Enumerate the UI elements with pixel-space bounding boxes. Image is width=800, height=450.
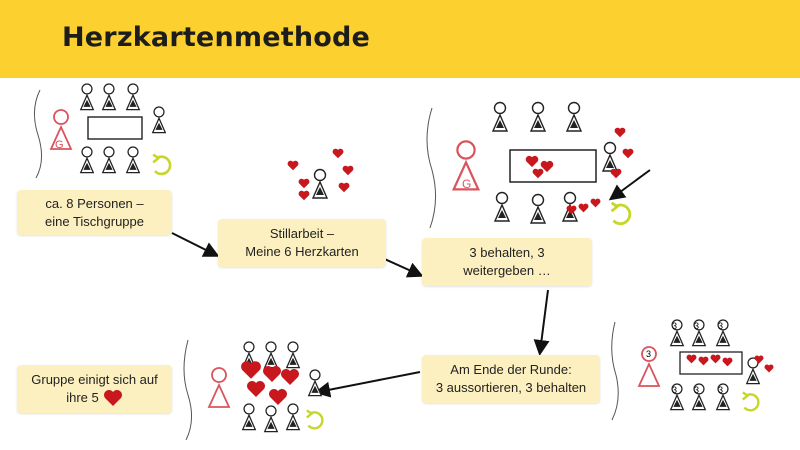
arrow-1-to-2 (171, 232, 220, 257)
sketch-single-person (287, 148, 354, 201)
rotate-icon (151, 153, 172, 176)
step-2-box: Stillarbeit – Meine 6 Herzkarten (218, 219, 386, 267)
step-5-box: Gruppe einigt sich auf ihre 5 (17, 365, 172, 413)
step-3-box: 3 behalten, 3 weitergeben … (422, 238, 592, 286)
svg-text:3: 3 (694, 385, 699, 395)
svg-text:3: 3 (646, 349, 651, 359)
title-bar (0, 0, 800, 78)
step-4-line1: Am Ende der Runde: (450, 362, 572, 377)
page-title: Herzkartenmethode (62, 22, 371, 53)
step-5-line1: Gruppe einigt sich auf (31, 372, 158, 387)
rotate-icon (741, 391, 760, 412)
sketch-end-of-round: 3 3 3 3 3 3 3 (611, 319, 774, 421)
step-2-line1: Stillarbeit – (269, 226, 335, 241)
svg-text:3: 3 (672, 385, 677, 395)
step-4-box: Am Ende der Runde: 3 aussortieren, 3 beh… (422, 355, 600, 403)
svg-text:3: 3 (694, 321, 699, 331)
sketch-group-agrees (183, 339, 324, 441)
svg-text:G: G (462, 177, 471, 191)
sketch-table-group: G (34, 83, 172, 179)
heart-icon (103, 390, 122, 406)
svg-text:3: 3 (718, 385, 723, 395)
step-4-line2: 3 aussortieren, 3 behalten (435, 380, 587, 395)
step-5-line2: ihre 5 (66, 390, 99, 405)
svg-text:G: G (55, 139, 64, 151)
step-1-line2: eine Tischgruppe (44, 213, 144, 229)
step-3-line1: 3 behalten, 3 (469, 245, 545, 260)
step-3-line2: weitergeben … (463, 263, 551, 278)
arrow-3-to-4 (533, 289, 550, 356)
rotate-icon (305, 409, 324, 430)
flow-arrows (171, 232, 550, 398)
sketch-passing-hearts: G (426, 101, 651, 229)
step-1-box: ca. 8 Personen – eine Tischgruppe (17, 190, 172, 235)
rotate-icon (610, 201, 632, 226)
step-2-line2: Meine 6 Herzkarten (245, 244, 359, 259)
svg-text:3: 3 (718, 321, 723, 331)
arrow-4-to-5 (314, 371, 421, 398)
step-1-line1: ca. 8 Personen – (45, 195, 144, 211)
svg-text:3: 3 (672, 321, 677, 331)
teacher-icon (208, 367, 230, 408)
